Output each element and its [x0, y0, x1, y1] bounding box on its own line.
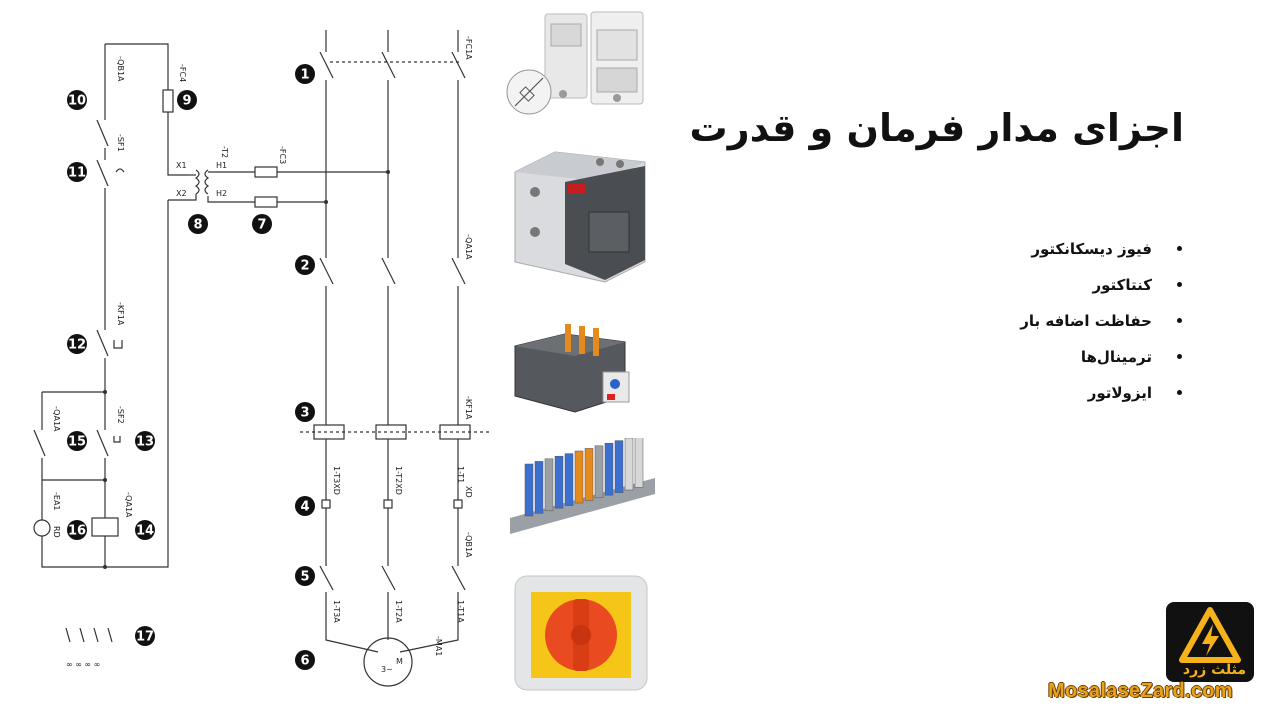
label-qb1a-control: -QB1A — [116, 56, 125, 82]
badge-10: 10 — [67, 90, 87, 110]
svg-text:6: 6 — [300, 654, 309, 669]
list-item: حفاظت اضافه بار — [1020, 308, 1182, 344]
label-h2: H2 — [216, 189, 227, 198]
badge-12: 12 — [67, 334, 87, 354]
label-fc3: -FC3 — [278, 146, 287, 164]
label-xd: XD — [464, 486, 473, 498]
svg-text:∞ ∞ ∞ ∞: ∞ ∞ ∞ ∞ — [66, 660, 100, 669]
svg-text:15: 15 — [68, 435, 86, 450]
label-ea1: -EA1 — [52, 492, 61, 511]
label-t1: 1-T1 — [456, 466, 465, 483]
label-fc4: -FC4 — [178, 64, 187, 82]
website-link[interactable]: MosalaseZard.com — [1048, 680, 1233, 702]
overload-relay-photo — [514, 324, 630, 413]
label-sf2: -SF2 — [116, 406, 125, 424]
svg-text:5: 5 — [300, 570, 309, 585]
badge-14: 14 — [135, 520, 155, 540]
svg-text:10: 10 — [68, 94, 86, 109]
fuse-disconnector-photo — [506, 11, 644, 115]
svg-text:4: 4 — [300, 500, 309, 515]
label-t2xd: 1-T2XD — [394, 466, 403, 495]
svg-text:12: 12 — [68, 338, 86, 353]
badge-4: 4 — [295, 496, 315, 516]
list-item: فیوز دیسکانکتور — [1020, 236, 1182, 272]
label-x1: X1 — [176, 161, 187, 170]
badge-3: 3 — [295, 402, 315, 422]
badge-6: 6 — [295, 650, 315, 670]
svg-text:17: 17 — [136, 630, 154, 645]
brand-logo: مثلث زرد — [1166, 602, 1254, 682]
svg-text:2: 2 — [300, 259, 309, 274]
svg-text:8: 8 — [193, 218, 202, 233]
badge-16: 16 — [67, 520, 87, 540]
badge-11: 11 — [67, 162, 87, 182]
label-qa1a: -QA1A — [464, 234, 473, 260]
contactor-photo — [514, 151, 646, 283]
label-t3a: 1-T3A — [332, 600, 341, 623]
badge-7: 7 — [252, 214, 272, 234]
logo-text: مثلث زرد — [1182, 662, 1246, 678]
label-x2: X2 — [176, 189, 187, 198]
badge-9: 9 — [177, 90, 197, 110]
label-t3xd: 1-T3XD — [332, 466, 341, 495]
label-rd: RD — [52, 526, 61, 538]
badge-1: 1 — [295, 64, 315, 84]
svg-text:11: 11 — [68, 166, 86, 181]
svg-text:16: 16 — [68, 524, 86, 539]
auxiliary-contacts: ∞ ∞ ∞ ∞ — [65, 627, 113, 669]
lightning-triangle-icon — [1179, 607, 1241, 663]
badge-8: 8 — [188, 214, 208, 234]
svg-text:7: 7 — [257, 218, 266, 233]
label-qa1a-coil: -QA1A — [124, 492, 133, 518]
badge-5: 5 — [295, 566, 315, 586]
list-item: کنتاکتور — [1020, 272, 1182, 308]
slide-title: اجزای مدار فرمان و قدرت — [689, 106, 1184, 150]
badge-13: 13 — [135, 431, 155, 451]
label-qa1a-aux: -QA1A — [52, 406, 61, 432]
components-list: فیوز دیسکانکتور کنتاکتور حفاظت اضافه بار… — [1020, 236, 1182, 416]
svg-text:13: 13 — [136, 435, 154, 450]
badge-2: 2 — [295, 255, 315, 275]
badge-15: 15 — [67, 431, 87, 451]
control-power-schematic: ∞ ∞ ∞ ∞ -FC1A -QA1A -KF1A -QB1A XD 1-T3X… — [33, 30, 490, 687]
motor-m: M — [396, 657, 403, 666]
terminal-blocks-photo — [510, 438, 655, 534]
svg-text:14: 14 — [136, 524, 154, 539]
label-kf1a: -KF1A — [464, 396, 473, 420]
svg-text:3: 3 — [300, 406, 309, 421]
svg-text:9: 9 — [182, 94, 191, 109]
isolator-switch-photo — [514, 575, 648, 691]
label-fc1a: -FC1A — [464, 36, 473, 60]
label-kf1a-control: -KF1A — [116, 302, 125, 326]
list-item: ترمینال‌ها — [1020, 344, 1182, 380]
motor-3: 3~ — [381, 665, 393, 674]
label-t2a: 1-T2A — [394, 600, 403, 623]
label-t2: -T2 — [220, 146, 229, 158]
svg-text:1: 1 — [300, 68, 309, 83]
label-sf1: -SF1 — [116, 134, 125, 152]
label-t1a: 1-T1A — [456, 600, 465, 623]
label-qb1a-power: -QB1A — [464, 532, 473, 558]
list-item: ایزولاتور — [1020, 380, 1182, 416]
badge-17: 17 — [135, 626, 155, 646]
label-h1: H1 — [216, 161, 227, 170]
label-ma1: -MA1 — [434, 636, 443, 656]
